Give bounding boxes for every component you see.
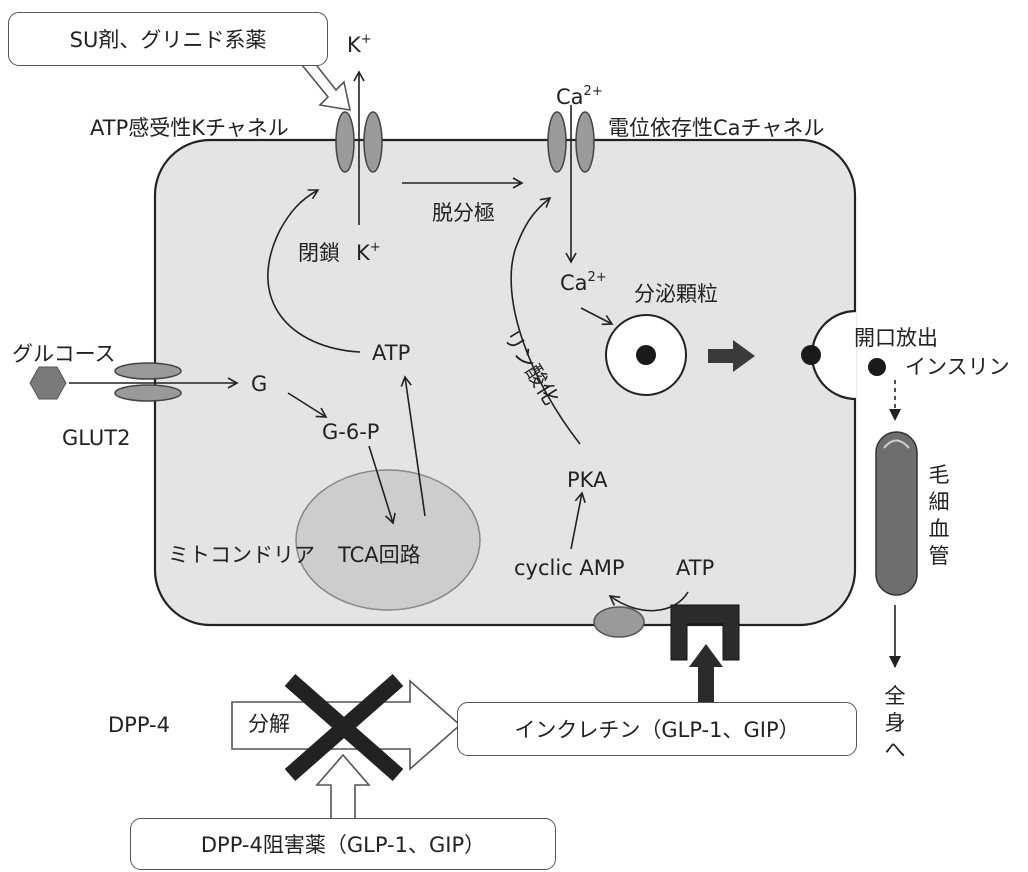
glucose-icon	[30, 367, 66, 399]
k-ion-bottom-text: K	[356, 241, 370, 265]
closure-label: 閉鎖	[298, 243, 340, 264]
whole-body-label: 全 身 へ	[883, 683, 907, 764]
ca-ion-inner-text: Ca	[560, 271, 588, 295]
mitochondria	[296, 470, 480, 610]
glucose-label: グルコース	[12, 344, 116, 365]
ca-ion-top-charge: 2+	[584, 84, 603, 99]
capillary-char-2: 細	[927, 489, 951, 516]
whole-body-char-1: 全	[883, 683, 907, 710]
incretin-box: インクレチン（GLP-1、GIP）	[457, 702, 857, 756]
insulin-dot	[868, 358, 886, 376]
k-ion-bottom-charge: +	[370, 240, 381, 255]
cyclic-amp-label: cyclic AMP	[514, 558, 625, 579]
capillary-char-4: 管	[927, 543, 951, 570]
ca-ion-top-text: Ca	[556, 85, 584, 109]
secretory-granule	[606, 315, 686, 395]
capillary-char-3: 血	[927, 516, 951, 543]
g6p-label: G-6-P	[322, 422, 379, 443]
atp-camp-label: ATP	[676, 558, 714, 579]
dpp4-label: DPP-4	[108, 715, 170, 736]
tca-label: TCA回路	[338, 545, 421, 566]
capillary	[876, 432, 917, 595]
su-drug-box: SU剤、グリニド系薬	[8, 12, 328, 66]
mitochondria-label: ミトコンドリア	[168, 545, 315, 566]
whole-body-char-3: へ	[883, 737, 907, 764]
voltage-ca-channel-label: 電位依存性Caチャネル	[608, 118, 824, 139]
breakdown-label: 分解	[248, 714, 290, 735]
ca-ion-inner: Ca2+	[560, 273, 607, 294]
secretory-granule-label: 分泌顆粒	[634, 284, 718, 305]
ca-ion-top: Ca2+	[556, 87, 603, 108]
k-ion-top-charge: +	[361, 32, 372, 47]
su-drug-label: SU剤、グリニド系薬	[70, 24, 267, 54]
adenylate-cyclase-icon	[594, 607, 644, 637]
g-label: G	[251, 374, 267, 395]
atp-metabolism-label: ATP	[372, 343, 410, 364]
exocytosis-core	[801, 345, 821, 365]
capillary-label: 毛 細 血 管	[927, 462, 951, 570]
dpp4-inhibitor-arrow	[317, 755, 369, 825]
dpp4-inhibitor-label: DPP-4阻害薬（GLP-1、GIP）	[201, 829, 485, 859]
glut2-label: GLUT2	[62, 428, 131, 449]
whole-body-char-2: 身	[883, 710, 907, 737]
exocytosis-label: 開口放出	[854, 328, 938, 349]
dpp4-inhibitor-box: DPP-4阻害薬（GLP-1、GIP）	[130, 818, 556, 870]
incretin-to-receptor-arrow	[689, 644, 723, 705]
incretin-label: インクレチン（GLP-1、GIP）	[514, 714, 799, 744]
pka-label: PKA	[567, 470, 607, 491]
k-ion-top-text: K	[347, 33, 361, 57]
depolarization-label: 脱分極	[432, 203, 495, 224]
insulin-label: インスリン	[905, 357, 1010, 378]
capillary-char-1: 毛	[927, 462, 951, 489]
k-ion-bottom: K+	[356, 243, 381, 264]
k-ion-top: K+	[347, 35, 372, 56]
ca-ion-inner-charge: 2+	[588, 270, 607, 285]
atp-k-channel-label: ATP感受性Kチャネル	[90, 118, 289, 139]
